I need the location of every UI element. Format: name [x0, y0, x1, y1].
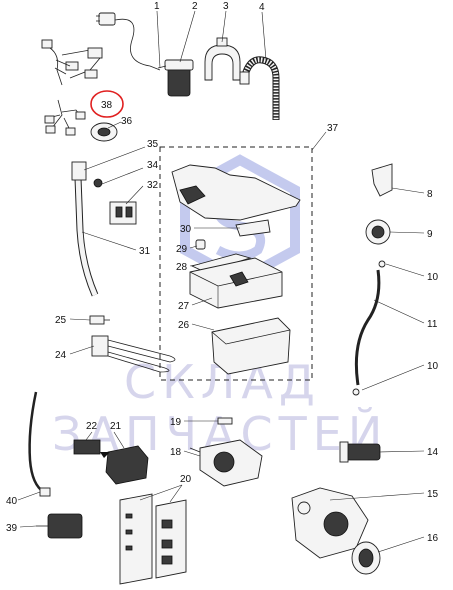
callout-35: 35: [147, 139, 159, 150]
callout-26: 26: [178, 320, 190, 331]
nut: [93, 178, 103, 188]
water-valve-bracket: [109, 201, 137, 225]
highlight-circle: [90, 90, 124, 118]
siphon-cap: [195, 239, 206, 250]
callout-2: 2: [192, 1, 198, 12]
callout-9: 9: [427, 229, 433, 240]
pressure-switch-bracket: [371, 163, 393, 197]
control-board: [119, 493, 187, 585]
leader-lines: [17, 10, 425, 553]
pump-filter: [351, 541, 381, 575]
callout-25: 25: [55, 315, 67, 326]
callout-38: 38: [101, 100, 113, 111]
callout-30: 30: [180, 224, 192, 235]
callout-24: 24: [55, 350, 67, 361]
drain-pump-assembly: [189, 439, 263, 487]
callout-27: 27: [178, 301, 190, 312]
drain-hose-corrugated: [239, 56, 280, 120]
pressure-switch: [365, 219, 391, 245]
detergent-drawer: [189, 257, 283, 309]
drawer-front-panel: [211, 317, 291, 375]
callout-36: 36: [121, 116, 133, 127]
wiring-harness-upper: [41, 39, 103, 86]
door-lock-connector: [73, 439, 101, 455]
dispenser-cover: [171, 164, 301, 237]
heater-screw: [89, 315, 110, 325]
drain-hose-connector: [339, 441, 381, 463]
callout-29: 29: [176, 244, 188, 255]
callout-14: 14: [427, 447, 439, 458]
callout-37: 37: [327, 123, 339, 134]
callout-labels: 1 2 3 4 37 38 36 35 34 32 8 30 9 29 28 1…: [6, 1, 439, 544]
interlock-module: [36, 513, 83, 539]
grommet-oval: [90, 122, 118, 142]
callout-18: 18: [170, 447, 182, 458]
callout-1: 1: [154, 1, 160, 12]
callout-39: 39: [6, 523, 18, 534]
callout-10a: 10: [427, 272, 439, 283]
callout-10b: 10: [427, 361, 439, 372]
hose-clamp-bracket: [204, 37, 241, 81]
door-lock: [100, 445, 149, 485]
wiring-harness-lower: [44, 99, 86, 136]
callout-22: 22: [86, 421, 98, 432]
assembly-group-box: [159, 146, 313, 381]
pump-housing: [291, 487, 369, 559]
callout-31: 31: [139, 246, 151, 257]
callout-32: 32: [147, 180, 159, 191]
pressure-hose: [352, 260, 386, 396]
callout-20: 20: [180, 474, 192, 485]
ground-wire-terminal: [39, 487, 51, 497]
inlet-pipe: [71, 161, 99, 297]
power-cord: [96, 12, 161, 71]
callout-3: 3: [223, 1, 229, 12]
callout-19: 19: [170, 417, 182, 428]
callout-11: 11: [427, 319, 438, 330]
callout-28: 28: [176, 262, 188, 273]
callout-40: 40: [6, 496, 18, 507]
callout-15: 15: [427, 489, 439, 500]
ground-wire: [28, 391, 45, 494]
interference-filter: [157, 59, 194, 97]
callout-21: 21: [110, 421, 122, 432]
callout-34: 34: [147, 160, 159, 171]
heating-element: [91, 335, 176, 373]
pump-screw: [217, 417, 233, 425]
callout-4: 4: [259, 2, 265, 13]
callout-8: 8: [427, 189, 433, 200]
callout-16: 16: [427, 533, 439, 544]
